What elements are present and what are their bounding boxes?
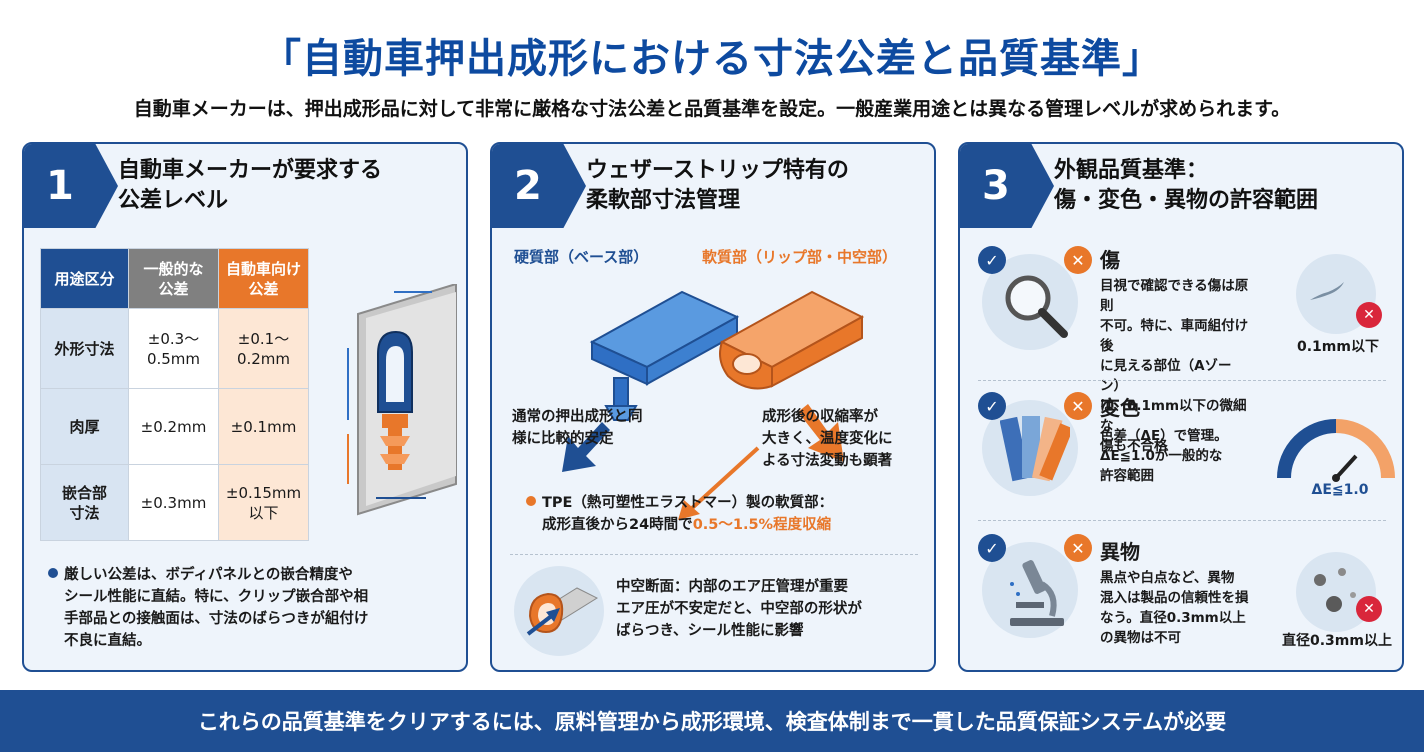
item-title: 異物 [1100,540,1140,564]
check-icon: ✓ [978,392,1006,420]
section-divider [978,380,1386,381]
table-header: 用途区分 [40,248,129,309]
cross-icon: ✕ [1064,534,1092,562]
reject-icon: ✕ [1356,596,1382,622]
footer-banner: これらの品質基準をクリアするには、原料管理から成形環境、検査体制まで一貫した品質… [0,690,1424,752]
section-divider [978,520,1386,521]
table-cell: ±0.3mm [128,464,219,541]
tolerance-table: 用途区分 一般的な公差 自動車向け公差 外形寸法 ±0.3〜0.5mm ±0.1… [40,248,309,541]
weatherstrip-section-illustration [347,284,457,516]
tpe-shrinkage-note: TPE（熱可塑性エラストマー）製の軟質部： 成形直後から24時間で0.5〜1.5… [526,492,926,536]
table-cell: ±0.2mm [128,388,219,465]
delta-e-gauge-icon [1277,419,1395,482]
table-cell: ±0.3〜0.5mm [128,308,219,389]
bullet-icon [526,496,536,506]
color-swatch-icon [1000,416,1070,482]
cross-icon: ✕ [1064,246,1092,274]
table-cell: ±0.1mm [218,388,309,465]
table-header: 一般的な公差 [128,248,219,309]
item-text: 黒点や白点など、異物 混入は製品の信頼性を損 なう。直径0.3mm以上 の異物は… [1100,570,1249,646]
hard-part-label: 硬質部（ベース部） [514,248,649,266]
panel-title: ウェザーストリップ特有の 柔軟部寸法管理 [586,158,849,213]
table-cell: 外形寸法 [40,308,129,389]
panel-title: 自動車メーカーが要求する 公差レベル [118,158,383,213]
table-header-row: 用途区分 一般的な公差 自動車向け公差 [40,248,309,309]
orange-pointer-arrow [678,446,760,520]
microscope-icon [1010,560,1064,626]
cross-icon: ✕ [1064,392,1092,420]
magnifier-icon [1005,275,1068,338]
panel-number-badge: 1 [24,144,118,228]
item-text: 目視で確認できる傷は原則 不可。特に、車両組付け後 に見える部位（Aゾーン） は… [1100,278,1249,454]
check-icon: ✓ [978,534,1006,562]
item-caption: 直径0.3mm以上 [1282,633,1392,649]
panel-flexible-part-control: 2 ウェザーストリップ特有の 柔軟部寸法管理 硬質部（ベース部） 軟質部（リップ… [490,142,936,672]
reject-icon: ✕ [1356,302,1382,328]
table-row: 外形寸法 ±0.3〜0.5mm ±0.1〜0.2mm [40,308,309,389]
section-divider [510,554,918,555]
page-subtitle: 自動車メーカーは、押出成形品に対して非常に厳格な寸法公差と品質基準を設定。一般産… [133,98,1291,120]
bullet-icon [48,568,58,578]
table-cell: ±0.1〜0.2mm [218,308,309,389]
table-row: 肉厚 ±0.2mm ±0.1mm [40,388,309,465]
item-title: 変色 [1100,396,1140,420]
panel-number-badge: 2 [492,144,586,228]
scratch-sample-icon [1310,282,1344,300]
panel-appearance-quality: 3 外観品質基準： 傷・変色・異物の許容範囲 ✓ ✕ 傷 目視で確認できる傷は原… [958,142,1404,672]
hollow-section-icon [526,587,599,636]
hollow-section-note: 中空断面：内部のエア圧管理が重要 エア圧が不安定だと、中空部の形状が ばらつき、… [616,579,862,639]
item-caption: 0.1mm以下 [1297,339,1379,355]
table-header: 自動車向け公差 [218,248,309,309]
table-cell: 肉厚 [40,388,129,465]
item-title: 傷 [1100,248,1120,272]
check-icon: ✓ [978,246,1006,274]
panel-number-badge: 3 [960,144,1054,228]
hard-part-note: 通常の押出成形と同 様に比較的安定 [512,409,643,447]
panel-tolerance-levels: 1 自動車メーカーが要求する 公差レベル 用途区分 一般的な公差 自動車向け公差… [22,142,468,672]
soft-part-label: 軟質部（リップ部・中空部） [702,248,898,266]
item-caption: ΔE≦1.0 [1311,482,1369,498]
tolerance-note: 厳しい公差は、ボディパネルとの嵌合精度や シール性能に直結。特に、クリップ嵌合部… [48,564,458,652]
soft-part-note: 成形後の収縮率が 大きく、温度変化に よる寸法変動も顕著 [762,409,893,469]
table-cell: 嵌合部寸法 [40,464,129,541]
item-text: 色差（ΔE）で管理。 ΔE≦1.0が一般的な 許容範囲 [1100,428,1228,484]
page-title: 「自動車押出成形における寸法公差と品質基準」 [261,36,1163,82]
extrusion-profiles-illustration [562,290,865,472]
panel-title: 外観品質基準： 傷・変色・異物の許容範囲 [1054,158,1319,213]
